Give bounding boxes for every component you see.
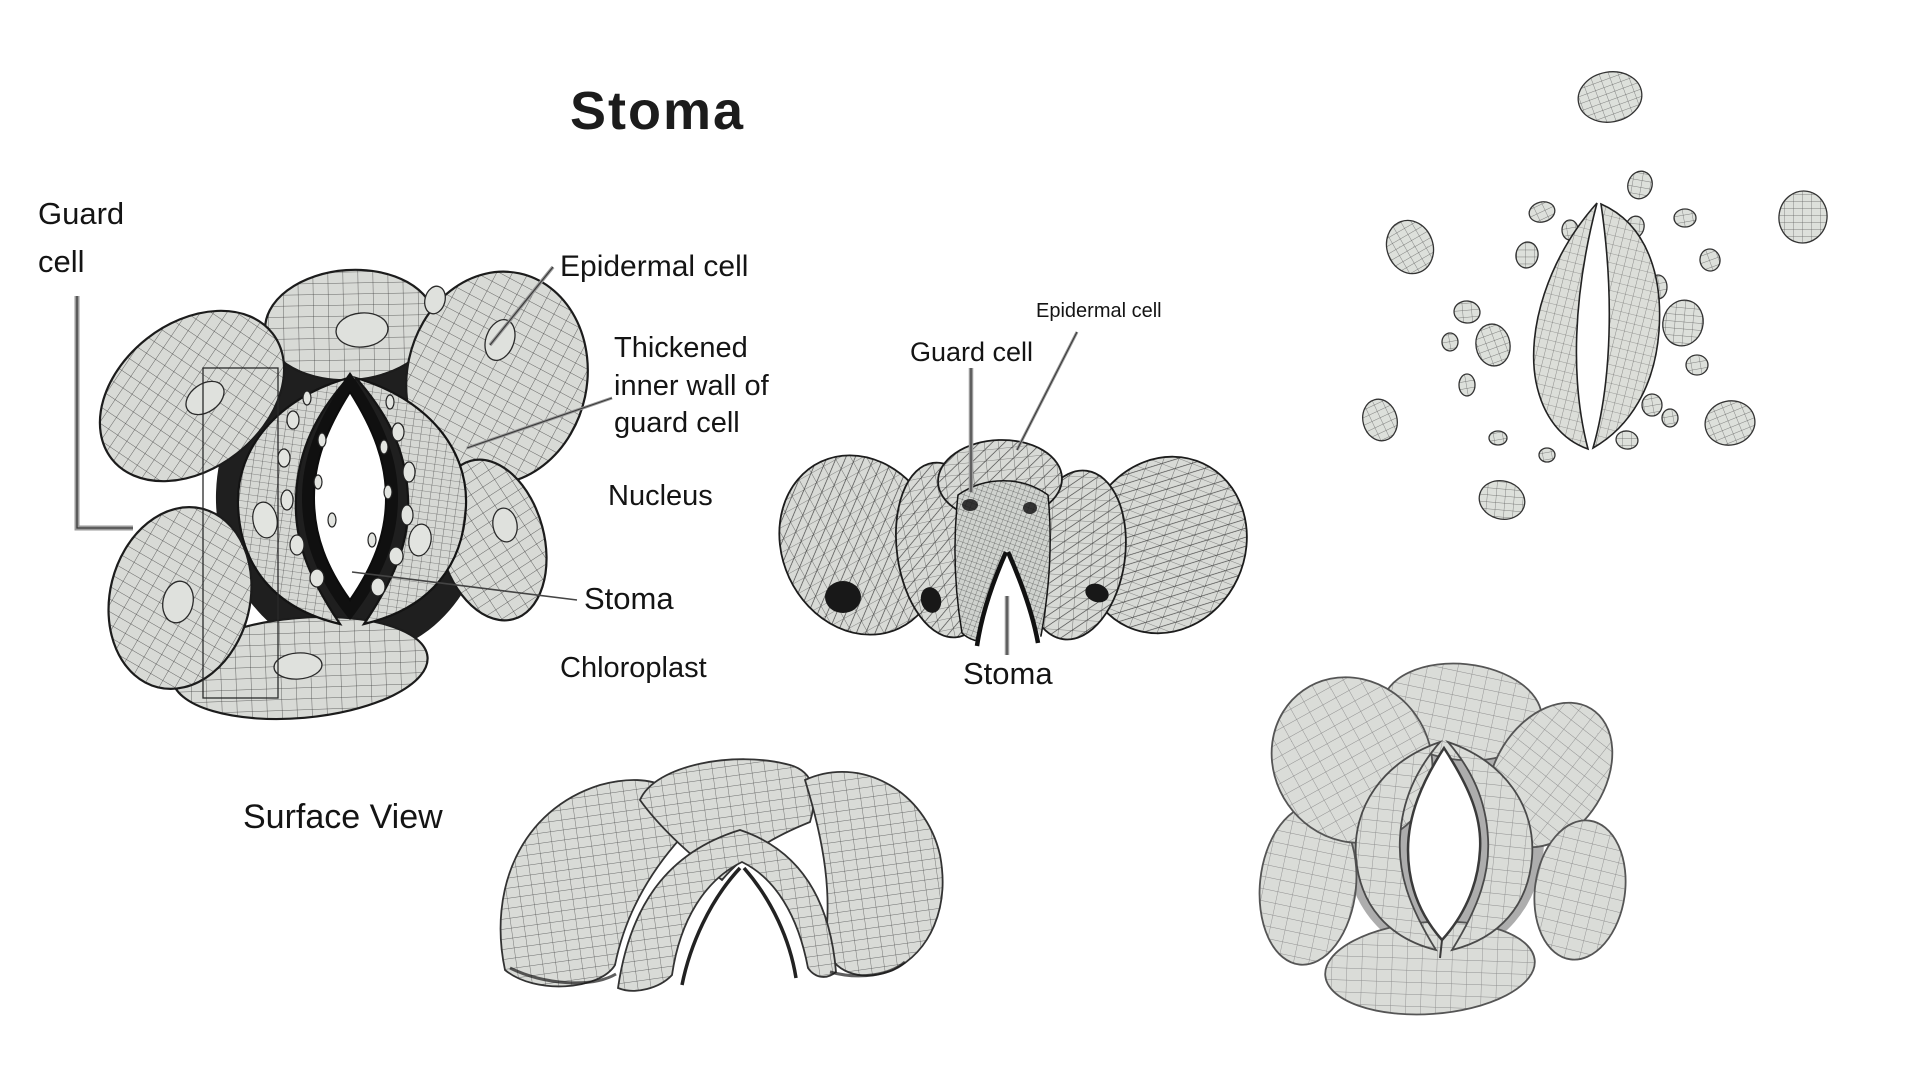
cell-blob [1577,71,1643,123]
cell-blob [408,523,432,557]
cell-blob [1385,219,1435,275]
guard-cell-chloroplasts [252,390,432,597]
cell-blob [402,461,416,483]
stoma-pore [312,390,388,602]
closed-stoma-diagram [1258,662,1627,1016]
label-stoma: Stoma [584,581,674,616]
epidermal-nucleus-rings [162,285,518,680]
cell-blob [273,652,323,680]
cell-blob [1441,332,1459,352]
cell-blob [1538,447,1556,463]
cell-blob [335,312,389,348]
label-epidermal-cell: Epidermal cell [560,250,749,283]
guard-cell-bracket [202,367,279,699]
caption-surface-view: Surface View [243,798,443,836]
sketch-guard-right [1591,202,1661,450]
cell-blob [289,534,305,556]
cell-blob [280,489,294,511]
sketch-guard-left [1532,202,1598,451]
cell-blob [286,410,300,430]
cell-blob [1704,400,1756,446]
cell-blob [1488,430,1508,446]
closed-guard-right [1445,740,1534,952]
section-view-diagram [778,331,1248,655]
cell-blob [317,432,327,448]
cell-blob [388,546,404,566]
cell-blob [309,568,325,588]
cell-blob [379,439,389,455]
cell-blob [400,504,414,526]
label-guard-cell: Guard cell [38,196,125,280]
closed-guard-left [1354,740,1443,952]
cell-blob [277,448,291,468]
cell-blob [1662,299,1704,347]
cell-blob [1475,323,1511,367]
page-title: Stoma [570,81,746,141]
cell-blob [424,285,446,315]
label-section-guard-cell: Guard cell [910,337,1034,367]
cell-blob [1458,373,1476,397]
cell-blob [1478,480,1526,520]
epidermal-leader-line [488,265,555,347]
thickened-wall-leader-line [466,396,613,450]
cell-blob [1641,393,1663,417]
cell-blob [313,474,323,490]
cell-blob [1615,430,1639,450]
cell-blob [484,319,516,361]
stoma-leader-line [351,571,578,601]
cell-blob [327,512,337,528]
cell-blob [1453,300,1481,324]
cell-blob [492,507,518,543]
guard-cell-leader-line [74,296,133,531]
cell-blob [1515,241,1539,269]
cell-blob [1685,354,1709,376]
cell-blob [185,380,225,416]
cell-blob [1778,190,1828,244]
arch-stoma-gap [688,872,800,985]
surface-view-diagram [74,265,613,721]
cell-blob [367,532,377,548]
cell-blob [385,394,395,410]
label-section-stoma: Stoma [963,656,1053,691]
cell-blob [1528,201,1556,223]
cell-blob [1699,248,1721,272]
section-dark-organelles [825,499,1109,613]
cell-blob [252,501,278,539]
cell-blob [1362,398,1398,442]
label-chloroplast: Chloroplast [560,652,707,684]
cross-section-arch-diagram [499,758,944,992]
cell-blob [1627,170,1653,200]
guard-cell-right-shape [352,375,468,626]
cell-blob [1661,408,1679,428]
scattered-cells [1362,71,1828,520]
cell-blob [162,580,194,624]
cell-blob [383,484,393,500]
cell-blob [370,577,386,597]
label-thickened-inner-wall: Thickened inner wall of guard cell [614,332,769,440]
section-epidermal-leader-line [1015,331,1079,451]
arch-inner-band [617,829,837,992]
cell-blob [1673,208,1697,228]
open-stoma-sketch [1362,71,1828,520]
label-nucleus: Nucleus [608,480,713,512]
cell-blob [302,390,312,406]
cell-blob [391,422,405,442]
label-section-epidermal-cell: Epidermal cell [1036,300,1162,322]
